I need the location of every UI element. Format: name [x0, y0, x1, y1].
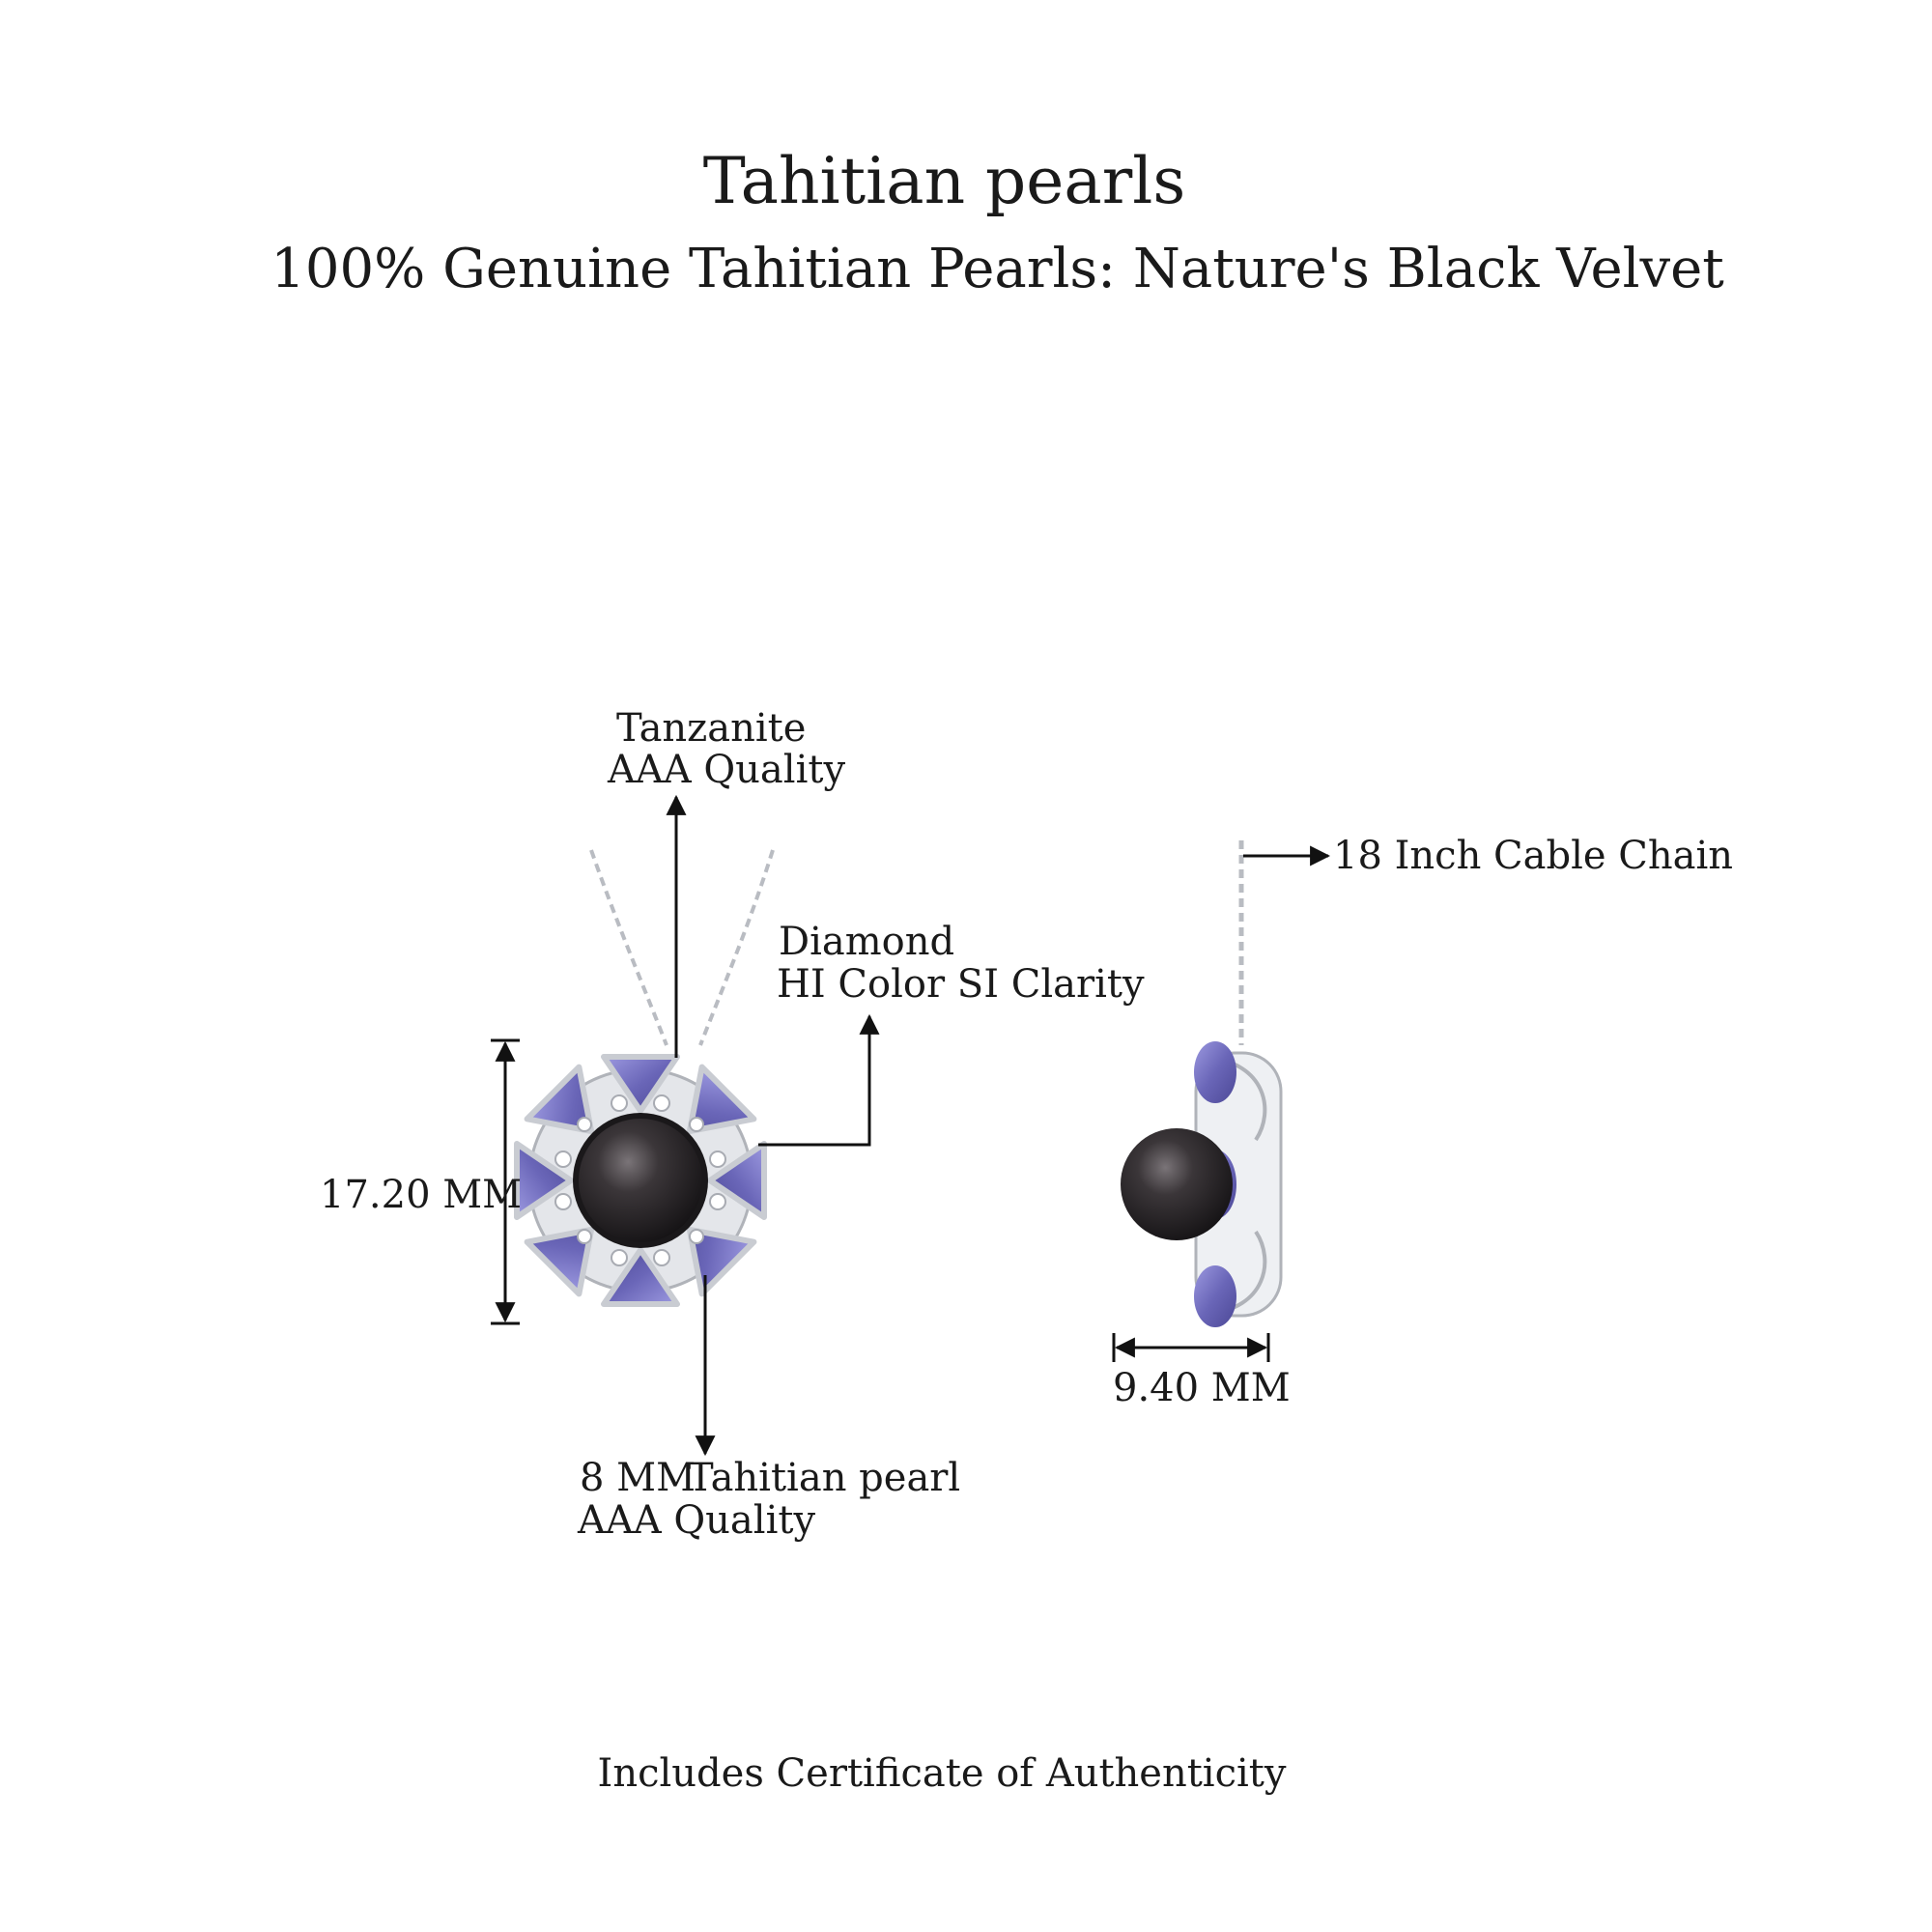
- pearl-front: [579, 1119, 702, 1242]
- height-label: 17.20 MM: [320, 1173, 523, 1217]
- diamond-label: Diamond: [779, 920, 955, 964]
- depth-label: 9.40 MM: [1113, 1366, 1291, 1410]
- tanzanite-label: Tanzanite: [616, 706, 807, 751]
- pearl-name-label: Tahitian pearl: [688, 1456, 961, 1500]
- front-chain: [589, 849, 775, 1046]
- front-pendant: [514, 1054, 767, 1307]
- page-subtitle: 100% Genuine Tahitian Pearls: Nature's B…: [270, 238, 1724, 300]
- diamond-grade-label: HI Color SI Clarity: [777, 962, 1145, 1007]
- page-title: Tahitian pearls: [702, 144, 1186, 218]
- diamond-callout-line: [758, 1013, 880, 1147]
- chain-label: 18 Inch Cable Chain: [1333, 834, 1734, 878]
- pearl-quality-label: AAA Quality: [578, 1498, 816, 1543]
- pearl-side: [1121, 1128, 1233, 1240]
- pearl-size-label: 8 MM: [580, 1456, 696, 1500]
- side-pendant: [1121, 1041, 1283, 1327]
- tanzanite-quality-label: AAA Quality: [608, 748, 846, 792]
- certificate-note: Includes Certificate of Authenticity: [597, 1751, 1287, 1796]
- diamond-accents: [554, 1094, 726, 1266]
